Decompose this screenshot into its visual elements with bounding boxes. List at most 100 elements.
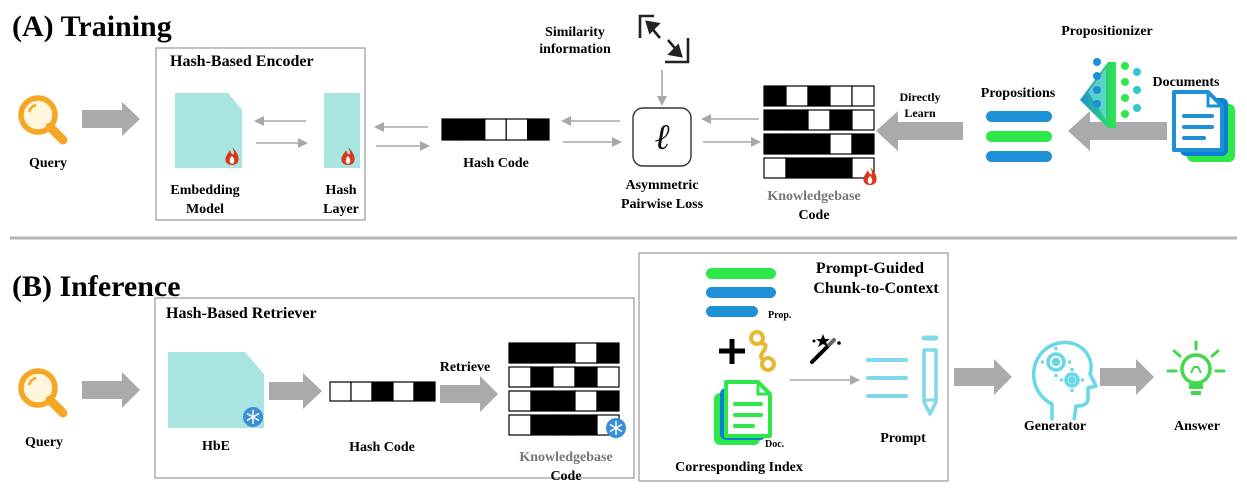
code-bit-r0-2 — [552, 342, 576, 364]
code-bit-1 — [462, 118, 486, 141]
loss-symbol: ℓ — [655, 117, 670, 157]
code-bit-r1-1 — [785, 109, 809, 131]
pgcc-title-1: Prompt-Guided — [816, 260, 924, 277]
answer-label: Answer — [1174, 419, 1220, 434]
code-bit-r3-1 — [785, 157, 809, 179]
hash-code-label-inference: Hash Code — [349, 440, 415, 455]
documents-label: Documents — [1153, 75, 1220, 90]
snowflake-icon — [242, 406, 264, 428]
proposition-lines-icon — [706, 268, 776, 317]
kb-code-label-training-2: Code — [798, 208, 829, 223]
snowflake-icon — [605, 417, 627, 439]
query-icon-inference — [21, 371, 63, 413]
arrow-generator-to-answer — [1100, 359, 1154, 395]
code-bit-r0-4 — [596, 342, 620, 364]
query-label-inference: Query — [25, 435, 63, 450]
code-bit-2 — [371, 381, 394, 402]
code-bit-0 — [329, 381, 352, 402]
code-bit-r1-0 — [763, 109, 787, 131]
head-gears-icon — [1031, 340, 1098, 421]
code-bit-r0-0 — [763, 85, 787, 107]
embedding-model-shape — [175, 93, 242, 168]
code-bit-r3-1 — [530, 414, 554, 436]
similarity-label-2: information — [539, 42, 611, 57]
propositionizer-label: Propositionizer — [1061, 24, 1153, 39]
code-bit-r3-3 — [574, 414, 598, 436]
retriever-box-title: Hash-Based Retriever — [166, 305, 317, 322]
code-bit-r3-3 — [829, 157, 853, 179]
hash-layer-label-2: Layer — [323, 202, 359, 217]
hash-layer-label-1: Hash — [325, 183, 356, 198]
code-bit-r2-2 — [552, 390, 576, 412]
code-bit-r1-2 — [807, 109, 831, 131]
code-bit-2 — [484, 118, 507, 141]
directly-learn-label-2: Learn — [904, 106, 936, 120]
code-bit-r2-4 — [851, 133, 875, 155]
training-title: (A) Training — [12, 10, 172, 43]
loss-label-1: Asymmetric — [625, 178, 698, 193]
code-bit-r2-1 — [785, 133, 809, 155]
code-bit-r1-1 — [530, 366, 554, 388]
pgcc-title-2: Chunk-to-Context — [813, 280, 939, 297]
code-bit-r3-0 — [508, 414, 532, 436]
code-bit-r0-1 — [530, 342, 554, 364]
code-bit-r1-4 — [596, 366, 620, 388]
code-bit-r2-0 — [763, 133, 787, 155]
code-bit-3 — [392, 381, 415, 402]
prompt-label: Prompt — [880, 431, 926, 446]
loss-box — [632, 107, 692, 167]
encoder-box-title: Hash-Based Encoder — [170, 53, 314, 70]
code-bit-r0-1 — [785, 85, 809, 107]
code-bit-r1-3 — [829, 109, 853, 131]
code-bit-r2-3 — [829, 133, 853, 155]
code-bit-r2-1 — [530, 390, 554, 412]
knowledgebase-code-inference — [508, 342, 620, 436]
query-icon-training — [21, 98, 63, 140]
code-bit-1 — [350, 381, 373, 402]
propositions-label: Propositions — [981, 86, 1056, 101]
arrow-prompt-to-generator — [954, 359, 1012, 395]
code-bit-r3-0 — [763, 157, 787, 179]
code-bit-r0-2 — [807, 85, 831, 107]
doc-label: Doc. — [765, 439, 785, 450]
hbe-shape — [168, 352, 264, 428]
retrieve-label: Retrieve — [440, 360, 491, 375]
hash-code-inference — [329, 381, 436, 402]
propositions-icon — [986, 111, 1052, 162]
similarity-label-1: Similarity — [545, 25, 605, 40]
link-icon — [749, 330, 776, 372]
similarity-swap-icon — [638, 14, 690, 64]
code-bit-r1-4 — [851, 109, 875, 131]
code-bit-r0-3 — [829, 85, 853, 107]
code-bit-3 — [505, 118, 529, 141]
hash-code-training — [441, 118, 550, 141]
code-bit-r3-2 — [807, 157, 831, 179]
query-label-training: Query — [29, 156, 67, 171]
lightbulb-icon — [1166, 340, 1226, 397]
embedding-model-label-2: Model — [186, 202, 224, 217]
arrow-query-to-encoder — [82, 102, 140, 136]
arrow-propositions-to-kbcode — [876, 111, 963, 151]
code-bit-r1-3 — [574, 366, 598, 388]
code-bit-4 — [413, 381, 436, 402]
code-bit-r1-0 — [508, 366, 532, 388]
code-bit-r2-2 — [807, 133, 831, 155]
code-bit-r0-4 — [851, 85, 875, 107]
code-bit-4 — [526, 118, 550, 141]
documents-icon — [1172, 90, 1235, 162]
code-bit-r3-2 — [552, 414, 576, 436]
hbe-label: HbE — [202, 439, 230, 454]
prompt-icon — [866, 335, 939, 416]
hash-code-label-training: Hash Code — [463, 156, 529, 171]
kb-code-label-inference-1: Knowledgebase — [519, 450, 612, 465]
code-bit-r2-4 — [596, 390, 620, 412]
generator-label: Generator — [1024, 419, 1086, 434]
documents-icon-inference — [714, 380, 772, 445]
embedding-model-label-1: Embedding — [170, 183, 239, 198]
neural-network-icon — [1080, 58, 1141, 128]
kb-code-label-training-1: Knowledgebase — [767, 189, 860, 204]
prompt-guided-chunk-box — [638, 252, 949, 482]
arrow-hashcode-to-kbcode — [440, 376, 498, 412]
arrow-query-to-retriever — [82, 372, 140, 408]
